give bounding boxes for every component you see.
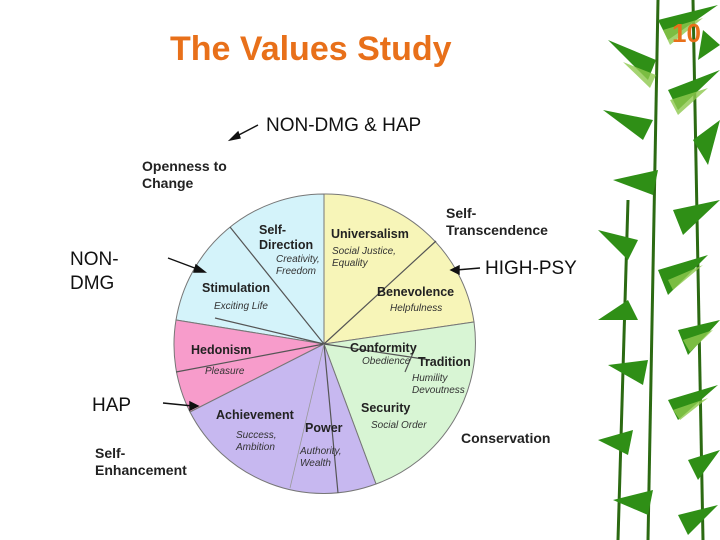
value-benevolence: Benevolence <box>377 285 454 299</box>
value-security: Security <box>361 401 410 415</box>
page-number: 10 <box>672 18 701 48</box>
dimension-openness: Openness to Change <box>142 158 227 192</box>
value-tradition: Tradition <box>418 355 471 369</box>
dimension-openness-line2: Change <box>142 175 194 191</box>
dimension-self-transcendence: Self- Transcendence <box>446 205 548 239</box>
value-power-example1: Authority, <box>299 446 342 457</box>
value-tradition-example2: Devoutness <box>412 385 465 396</box>
value-security-example: Social Order <box>371 420 427 431</box>
sector-transcendence <box>323 193 475 345</box>
annotation-arrows <box>162 124 481 412</box>
dimension-transcendence-line1: Self- <box>446 205 477 221</box>
bamboo-decoration <box>598 0 720 540</box>
dimension-conservation: Conservation <box>461 430 551 446</box>
value-self-direction-line2: Direction <box>259 238 313 252</box>
annotation-left-line1: NON- <box>70 249 119 270</box>
dimension-transcendence-line2: Transcendence <box>446 222 548 238</box>
value-achievement-example2: Ambition <box>235 442 275 453</box>
value-universalism-example1: Social Justice, <box>332 246 396 257</box>
dimension-self-enhancement: Self- Enhancement <box>95 445 187 479</box>
annotation-right: HIGH-PSY <box>485 258 577 279</box>
annotation-left-line2: DMG <box>70 273 115 294</box>
slide-title: The Values Study <box>170 30 452 68</box>
value-universalism: Universalism <box>331 227 409 241</box>
sector-conservation <box>323 321 476 485</box>
annotation-top: NON-DMG & HAP <box>266 115 422 136</box>
value-achievement-example1: Success, <box>236 430 277 441</box>
dimension-openness-line1: Openness to <box>142 158 227 174</box>
dimension-enhancement-line1: Self- <box>95 445 126 461</box>
value-stimulation: Stimulation <box>202 281 270 295</box>
value-achievement: Achievement <box>216 408 295 422</box>
sector-divider-light <box>289 343 325 489</box>
value-self-direction-example2: Freedom <box>276 266 316 277</box>
sector-hedonism <box>173 319 326 413</box>
value-tradition-example1: Humility <box>412 373 449 384</box>
value-conformity: Conformity <box>350 341 417 355</box>
sector-dividers <box>175 226 437 494</box>
sector-openness <box>175 193 325 345</box>
value-hedonism-example: Pleasure <box>205 366 245 377</box>
value-self-direction-line1: Self- <box>259 223 286 237</box>
sector-enhancement <box>189 343 377 494</box>
annotation-bottom-left: HAP <box>92 395 132 416</box>
value-conformity-example: Obedience <box>362 356 411 367</box>
value-self-direction-example1: Creativity, <box>276 254 320 265</box>
value-power-example2: Wealth <box>300 458 331 469</box>
value-stimulation-example: Exciting Life <box>214 301 268 312</box>
value-power: Power <box>305 421 343 435</box>
dimension-enhancement-line2: Enhancement <box>95 462 187 478</box>
value-universalism-example2: Equality <box>332 258 369 269</box>
value-benevolence-example: Helpfulness <box>390 303 442 314</box>
value-hedonism: Hedonism <box>191 343 251 357</box>
